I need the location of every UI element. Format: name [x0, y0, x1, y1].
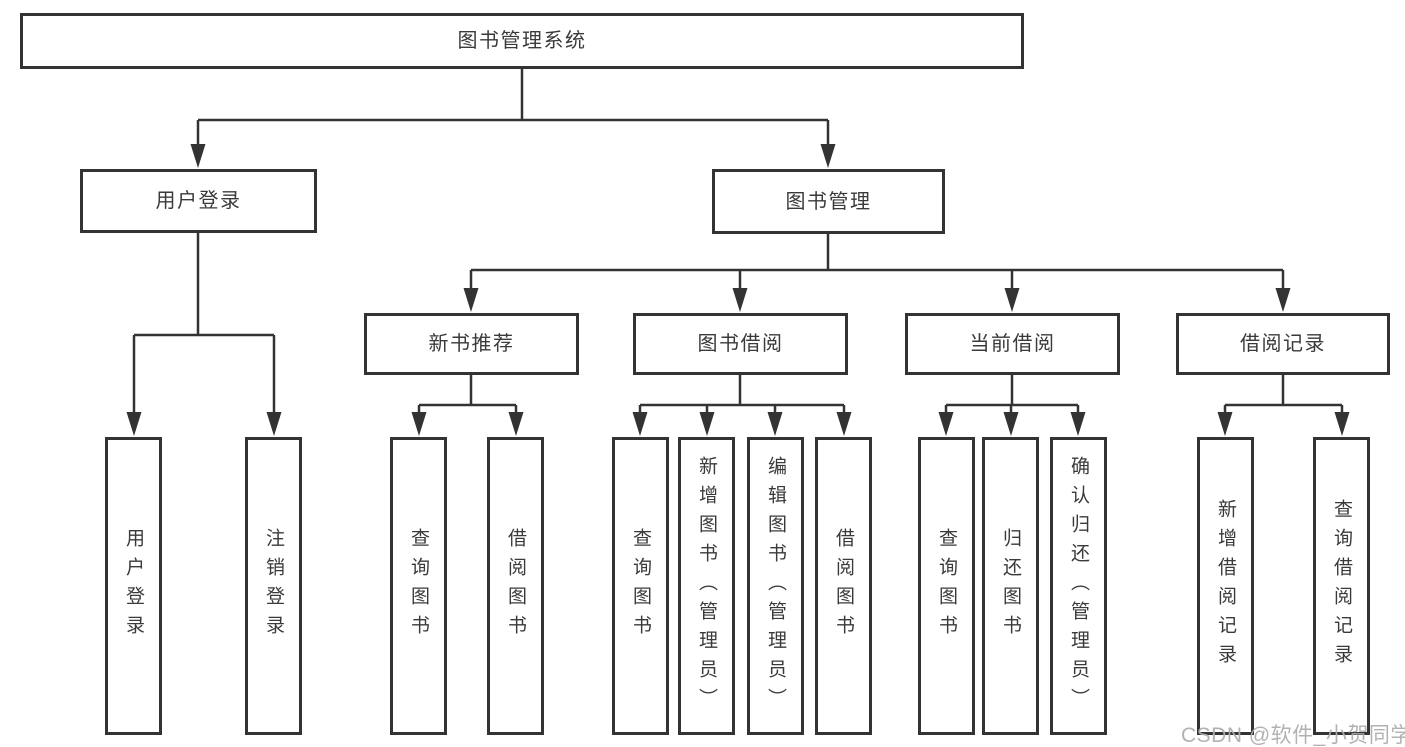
csdn-watermark: CSDN @软件_小贺同学 — [1181, 724, 1405, 747]
leaf-user-login: 用户登录 — [105, 437, 162, 735]
node-borrow-records: 借阅记录 — [1176, 313, 1390, 375]
node-user-login: 用户登录 — [80, 169, 317, 233]
leaf-logout-label: 注销登录 — [263, 528, 284, 644]
leaf-borrow-book-1: 借阅图书 — [487, 437, 544, 735]
leaf-return-book: 归还图书 — [982, 437, 1039, 735]
leaf-query-book-3-label: 查询图书 — [936, 528, 957, 644]
node-borrow-records-label: 借阅记录 — [1240, 333, 1326, 355]
node-book-management-label: 图书管理 — [785, 190, 872, 213]
leaf-query-borrow-record: 查询借阅记录 — [1313, 437, 1370, 735]
leaf-edit-book-admin-label: 编辑图书（管理员） — [765, 455, 786, 717]
node-book-borrow: 图书借阅 — [633, 313, 848, 375]
node-new-book-recommend-label: 新书推荐 — [428, 333, 515, 355]
leaf-query-book-1-label: 查询图书 — [408, 528, 429, 644]
leaf-confirm-return-admin: 确认归还（管理员） — [1050, 437, 1107, 735]
leaf-query-book-2: 查询图书 — [612, 437, 669, 735]
node-book-management: 图书管理 — [712, 169, 945, 234]
leaf-add-book-admin: 新增图书（管理员） — [678, 437, 735, 735]
node-current-borrow-label: 当前借阅 — [969, 333, 1056, 355]
leaf-query-borrow-record-label: 查询借阅记录 — [1331, 499, 1352, 673]
leaf-borrow-book-2: 借阅图书 — [815, 437, 872, 735]
leaf-return-book-label: 归还图书 — [1000, 528, 1021, 644]
leaf-query-book-3: 查询图书 — [918, 437, 975, 735]
node-user-login-label: 用户登录 — [155, 190, 242, 212]
leaf-confirm-return-admin-label: 确认归还（管理员） — [1068, 455, 1089, 717]
leaf-logout: 注销登录 — [245, 437, 302, 735]
leaf-query-book-1: 查询图书 — [390, 437, 447, 735]
leaf-edit-book-admin: 编辑图书（管理员） — [747, 437, 804, 735]
node-new-book-recommend: 新书推荐 — [364, 313, 579, 375]
node-root: 图书管理系统 — [20, 13, 1024, 69]
leaf-add-borrow-record-label: 新增借阅记录 — [1215, 499, 1236, 673]
leaf-add-book-admin-label: 新增图书（管理员） — [696, 455, 717, 717]
leaf-borrow-book-2-label: 借阅图书 — [833, 528, 854, 644]
node-current-borrow: 当前借阅 — [905, 313, 1120, 375]
node-book-borrow-label: 图书借阅 — [697, 333, 784, 355]
leaf-query-book-2-label: 查询图书 — [630, 528, 651, 644]
node-root-label: 图书管理系统 — [457, 30, 587, 52]
leaf-add-borrow-record: 新增借阅记录 — [1197, 437, 1254, 735]
leaf-user-login-label: 用户登录 — [123, 528, 144, 644]
leaf-borrow-book-1-label: 借阅图书 — [505, 528, 526, 644]
